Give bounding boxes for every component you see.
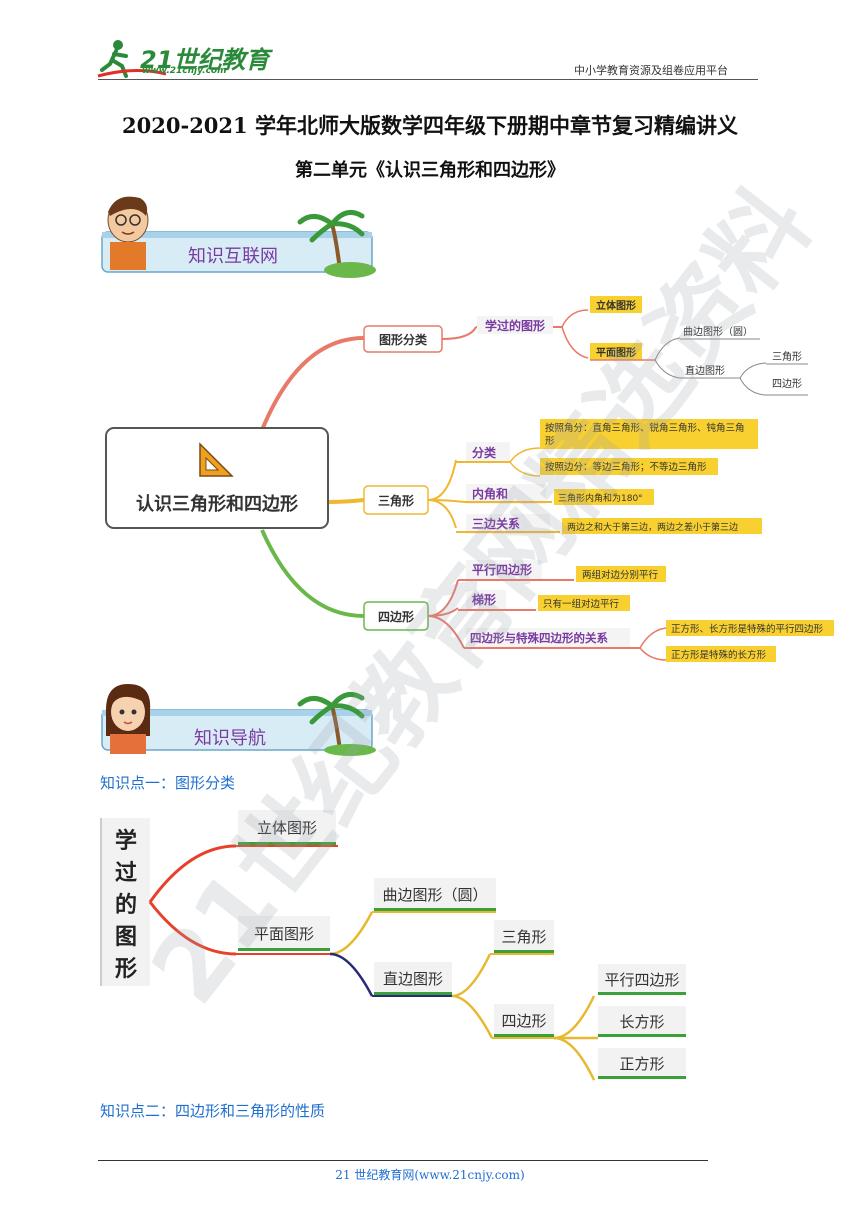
kp1-parallelogram-box (598, 964, 686, 994)
navigation-banner-label: 知识导航 (194, 728, 266, 749)
node-inner-angle (466, 484, 546, 504)
palm-tree-icon (297, 209, 376, 278)
node-parallelogram (466, 560, 542, 580)
node-plane-label: 平面图形 (596, 347, 636, 359)
branch-triangle (327, 498, 365, 504)
palm-tree-icon (297, 691, 376, 756)
node-solid (590, 296, 642, 313)
kp1-quad-box (494, 1004, 554, 1036)
kp1-straight-label: 直边图形 (383, 970, 443, 988)
teacher-avatar-icon (107, 196, 149, 270)
node-by-angle-label-2: 形 (545, 435, 555, 447)
side-title-char: 过 (114, 861, 137, 886)
kp1-plane-label: 平面图形 (254, 925, 314, 943)
node-learned (477, 316, 553, 334)
node-parallelogram-desc (576, 566, 666, 582)
platform-label: 中小学教育资源及组卷应用平台 (574, 64, 728, 77)
side-title-char: 图 (114, 925, 137, 950)
set-square-icon (199, 442, 234, 477)
node-plane (590, 343, 642, 360)
kp1-curved-box (374, 878, 496, 910)
node-side-relation-desc (562, 518, 762, 534)
kp1-curved-label: 曲边图形（圆） (382, 886, 487, 904)
node-trapezoid-label: 梯形 (472, 592, 496, 607)
node-triangle-label: 三角形 (378, 493, 414, 508)
kp1-square-box (598, 1048, 686, 1078)
kp1-rectangle-label: 长方形 (619, 1013, 664, 1031)
center-label: 认识三角形和四边形 (136, 493, 298, 515)
node-classify (466, 442, 510, 462)
header-rule (98, 79, 758, 80)
kp1-triangle-box (494, 920, 554, 952)
node-parallelogram-desc-label: 两组对边分别平行 (582, 569, 659, 581)
kp1-triangle-label: 三角形 (501, 928, 546, 946)
node-straight-label: 直边图形 (685, 364, 725, 377)
network-banner-label: 知识互联网 (188, 246, 278, 267)
document-subtitle: 第二单元《认识三角形和四边形》 (295, 160, 565, 181)
student-avatar-icon (106, 684, 151, 754)
document-title: 2020-2021 学年北师大版数学四年级下册期中章节复习精编讲义 (122, 113, 738, 138)
node-trapezoid (466, 590, 506, 610)
side-title-char: 的 (114, 893, 137, 918)
navigation-banner (100, 680, 380, 756)
node-by-side-label: 按照边分：等边三角形；不等边三角形 (545, 461, 707, 473)
kp1-square-label: 正方形 (619, 1055, 664, 1073)
runner-logo-icon (97, 40, 167, 78)
node-learned-label: 学过的图形 (485, 318, 545, 333)
side-title-char: 形 (114, 957, 137, 982)
node-solid-label: 立体图形 (596, 299, 636, 312)
kp1-parallelogram-label: 平行四边形 (604, 971, 679, 989)
mindmap: 认识三角形和四边形 图形分类 学过的图形 立体图形 平面图形 曲边图形（圆） 直… (105, 296, 834, 662)
node-inner-angle-label: 内角和 (472, 486, 508, 501)
center-node (105, 427, 329, 529)
node-side-relation-label: 三边关系 (472, 516, 520, 531)
kp1-solid-box (238, 810, 336, 844)
kp1-tree: 立体图形 平面图形 曲边图形（圆） 直边图形 三角形 四边形 平行四边形 长方形… (148, 810, 686, 1081)
node-relation-desc-2 (666, 646, 776, 662)
node-relation-desc-1 (666, 620, 834, 636)
node-inner-angle-desc-label: 三角形内角和为180° (558, 492, 643, 504)
kp1-solid-label: 立体图形 (257, 819, 317, 837)
node-quad-label: 四边形 (378, 609, 414, 624)
kp1-straight-box (374, 962, 452, 994)
node-inner-angle-desc (554, 489, 654, 505)
header-logo (96, 36, 266, 80)
node-quad-small-label: 四边形 (772, 378, 802, 390)
node-side-relation (466, 514, 550, 534)
kp1-rectangle-box (598, 1006, 686, 1036)
node-graphics-label: 图形分类 (379, 332, 428, 347)
node-relation-desc-1-label: 正方形、长方形是特殊的平行四边形 (671, 623, 824, 635)
node-triangle-small-label: 三角形 (772, 351, 802, 363)
branch-quad (260, 529, 365, 618)
node-trapezoid-desc (538, 595, 630, 611)
node-relation-desc-2-label: 正方形是特殊的长方形 (671, 649, 767, 661)
kp1-plane-box (238, 916, 330, 950)
node-by-angle-label-1: 按照角分：直角三角形、锐角三角形、钝角三角 (545, 422, 745, 434)
logo-main-text: 21世纪教育 (140, 46, 270, 74)
logo-url-text: www.21cnjy.com (142, 66, 227, 76)
side-title-char: 学 (114, 829, 137, 854)
knowledge-point-1-heading: 知识点一：图形分类 (100, 774, 236, 792)
node-parallelogram-label: 平行四边形 (472, 562, 532, 577)
node-relation (466, 628, 630, 648)
node-by-angle (540, 419, 758, 449)
node-by-side (540, 458, 718, 475)
network-banner (100, 188, 380, 278)
node-side-relation-desc-label: 两边之和大于第三边，两边之差小于第三边 (567, 521, 738, 533)
footer-text: 21 世纪教育网(www.21cnjy.com) (335, 1168, 525, 1182)
footer-rule (98, 1160, 708, 1161)
knowledge-point-2-heading: 知识点二：四边形和三角形的性质 (100, 1102, 326, 1120)
kp1-side-title: 学 过 的 图 形 (100, 818, 150, 986)
node-trapezoid-desc-label: 只有一组对边平行 (543, 598, 620, 610)
kp1-quad-label: 四边形 (501, 1012, 546, 1030)
node-relation-label: 四边形与特殊四边形的关系 (470, 631, 608, 645)
node-curved-label: 曲边图形（圆） (683, 326, 753, 338)
branch-graphics (260, 336, 365, 431)
node-classify-label: 分类 (472, 445, 497, 460)
